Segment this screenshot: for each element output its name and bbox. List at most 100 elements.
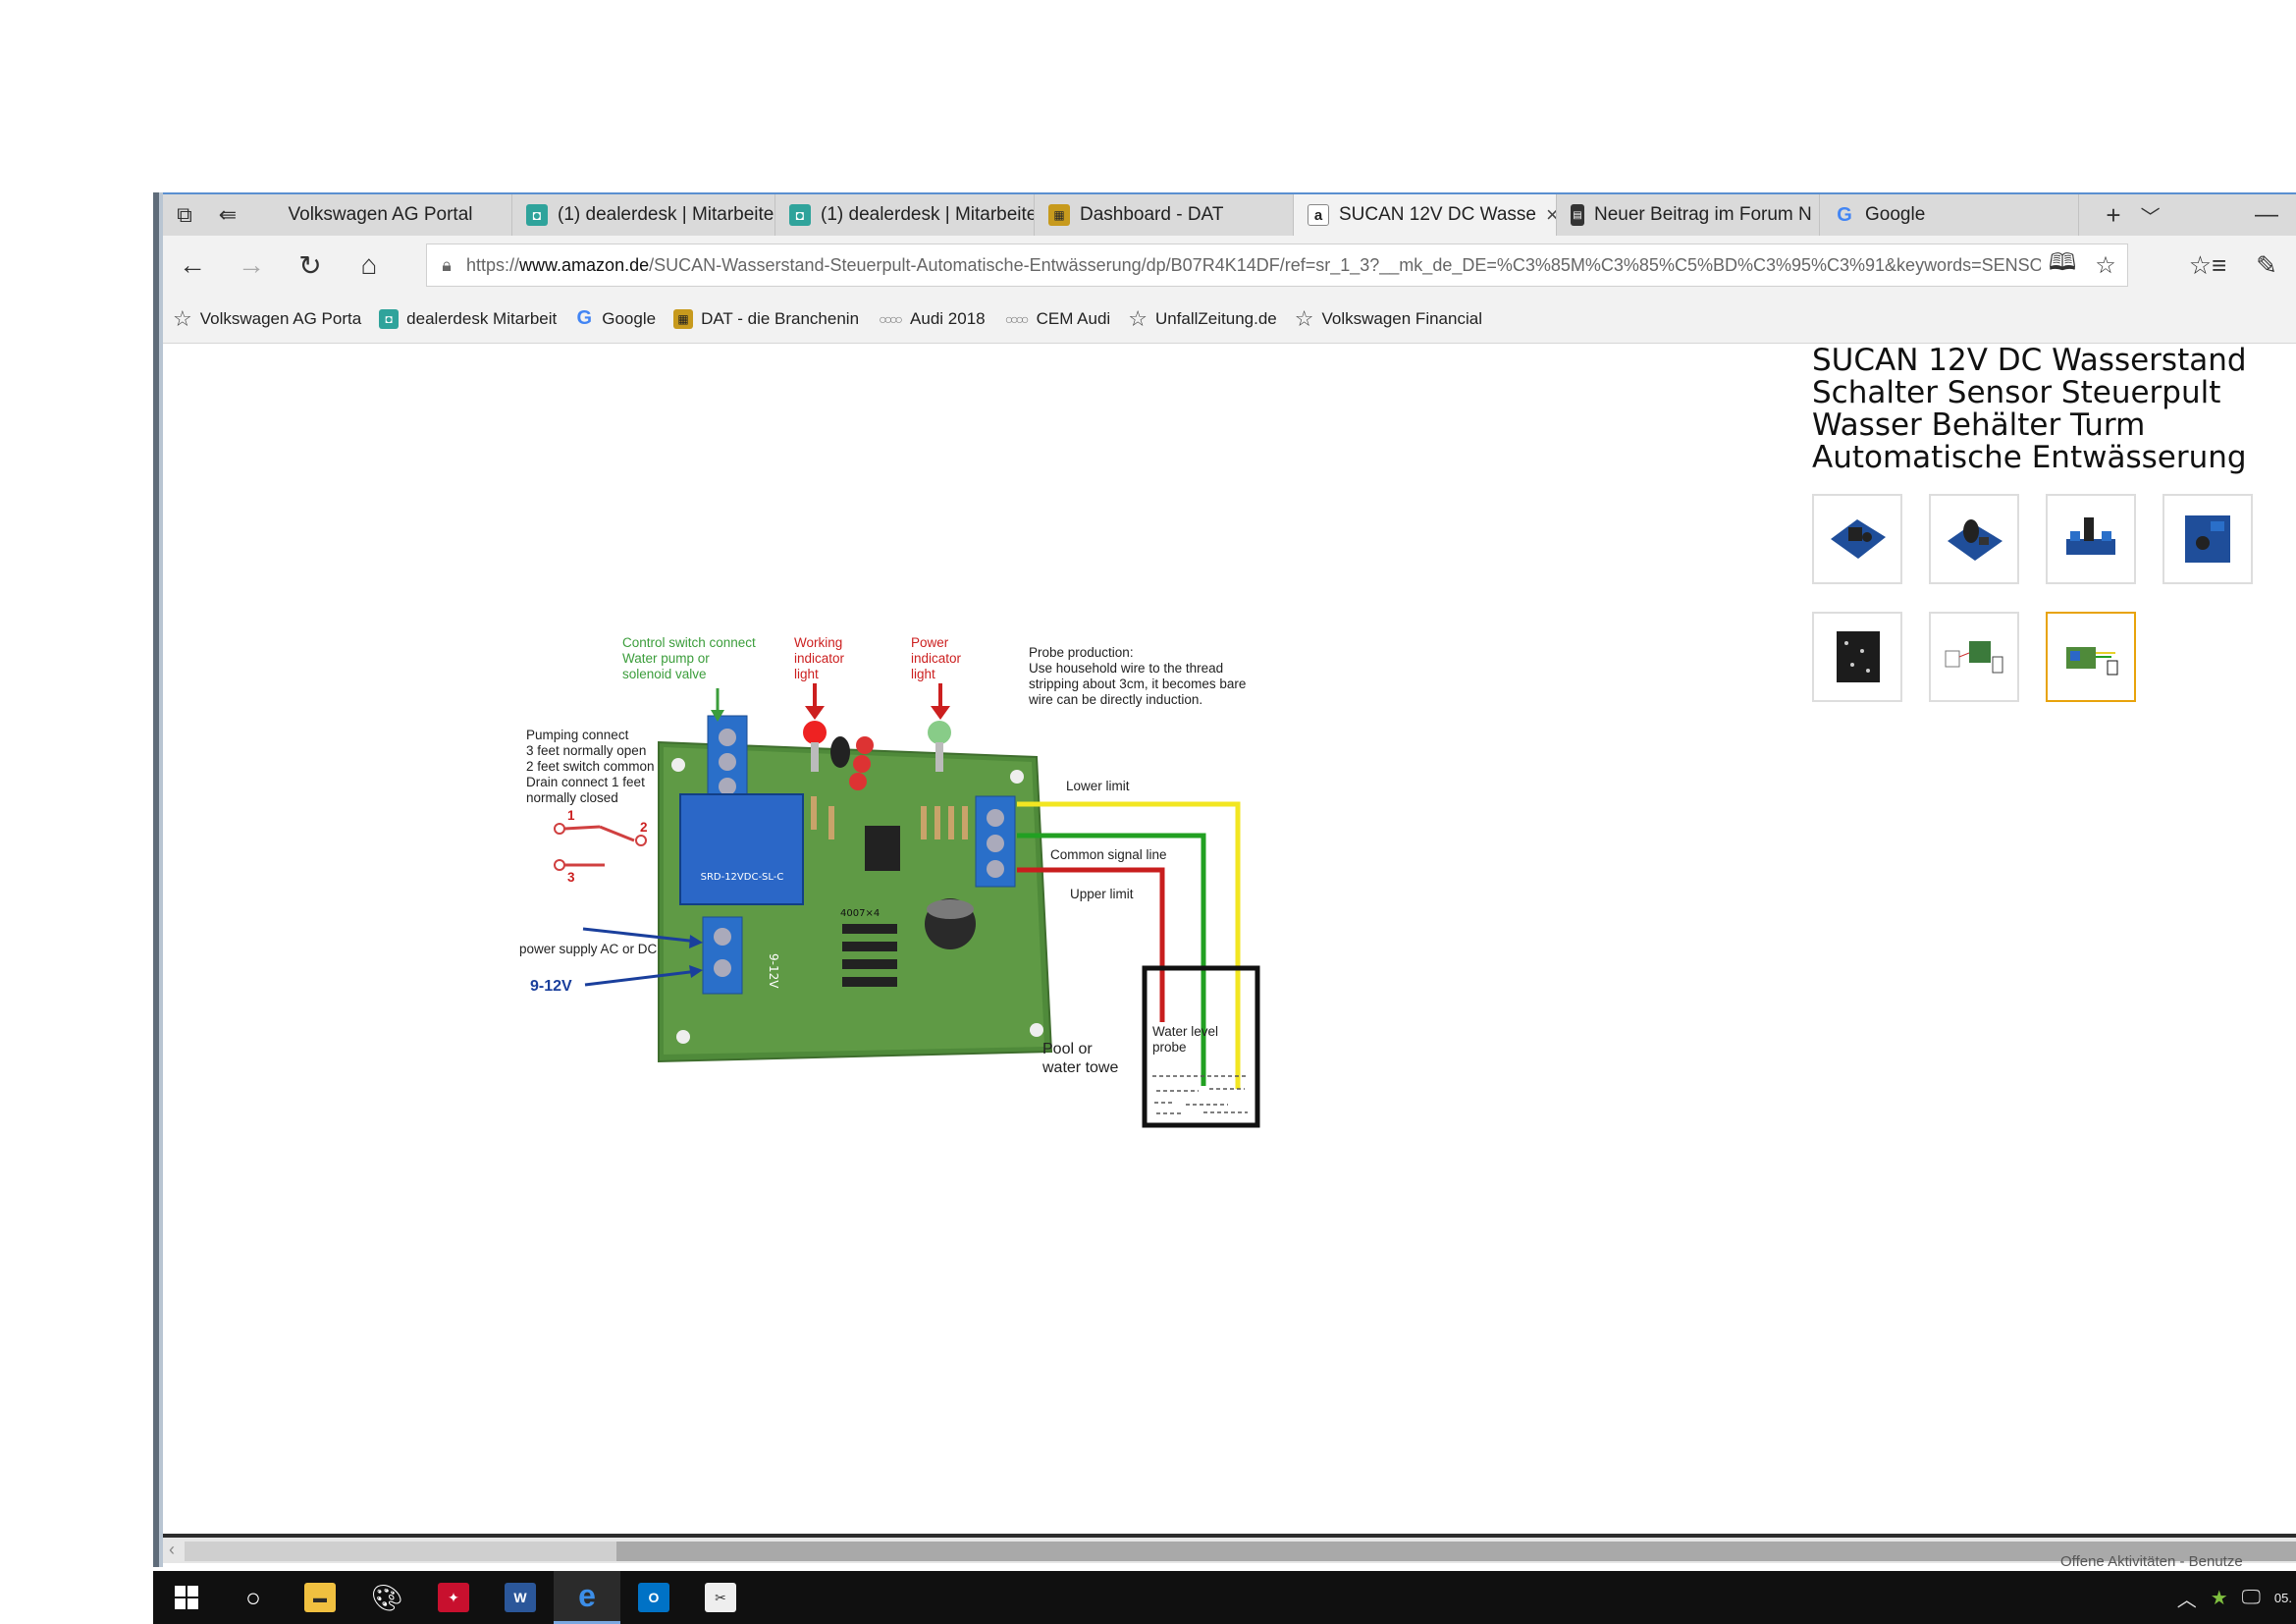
forward-arrow-icon[interactable]: → — [238, 249, 265, 280]
set-tabs-aside-icon[interactable]: ⇚ — [218, 202, 238, 227]
voltage-label: 9-12V — [530, 978, 572, 995]
edge-icon[interactable]: e — [554, 1571, 620, 1624]
product-thumbnail[interactable] — [1812, 494, 1902, 584]
favorite-audi-2018[interactable]: ○○○○ Audi 2018 — [877, 309, 986, 329]
tab-list-chevron-icon[interactable]: ﹀ — [2140, 206, 2161, 229]
working-indicator-label: Working indicator light — [794, 635, 845, 681]
diagram-photo-icon — [2066, 647, 2118, 676]
taskbar: ○ ▬ 🎨︎ ✦ W e O ✂ ︿ ★ 🖵︎ 05. — [153, 1571, 2296, 1624]
clock[interactable]: 05. — [2273, 1590, 2292, 1605]
acrobat-icon[interactable]: ✦ — [420, 1571, 487, 1624]
audi-icon: ○○○○ — [879, 310, 903, 327]
page-content: SRD-12VDC-SL-C — [163, 345, 2296, 1533]
cortana-icon[interactable]: ○ — [245, 1582, 261, 1612]
toolbar-right: ☆≡ ✎ — [2178, 236, 2296, 295]
product-thumbnail[interactable] — [1929, 612, 2019, 702]
scroll-left-icon[interactable]: ‹ — [169, 1540, 175, 1559]
scrollbar-track[interactable] — [616, 1542, 2296, 1561]
common-signal-label: Common signal line — [1050, 847, 1167, 862]
tab-google[interactable]: G Google — [1820, 194, 2079, 236]
tab-label: (1) dealerdesk | Mitarbeite — [558, 204, 774, 225]
paint-icon[interactable]: 🎨︎ — [370, 1582, 403, 1612]
favorite-label: CEM Audi — [1036, 308, 1111, 328]
pin-2-label: 2 — [640, 820, 648, 835]
favorite-label: DAT - die Branchenin — [701, 308, 860, 328]
tab-dashboard-dat[interactable]: ▦ Dashboard - DAT — [1035, 194, 1294, 236]
scrollbar-thumb[interactable] — [185, 1542, 616, 1561]
star-icon: ☆ — [1294, 305, 1314, 331]
new-tab-icon[interactable]: + — [2106, 199, 2121, 230]
tray-star-icon[interactable]: ★ — [2210, 1587, 2228, 1609]
favorite-dat[interactable]: ▦ DAT - die Branchenin — [673, 308, 860, 329]
power-supply-label: power supply AC or DC — [519, 942, 658, 956]
system-tray: ︿ ★ 🖵︎ 05. — [2177, 1571, 2296, 1624]
tab-forum[interactable]: ▤ Neuer Beitrag im Forum N — [1557, 194, 1820, 236]
google-icon: G — [1837, 203, 1852, 226]
reading-view-icon[interactable]: 🕮︎ — [2048, 248, 2077, 276]
network-icon[interactable]: 🖵︎ — [2241, 1586, 2261, 1608]
tab-vw-portal[interactable]: Volkswagen AG Portal — [249, 194, 512, 236]
tab-preview-icon[interactable]: ⧉ — [177, 202, 192, 227]
favorite-star-icon[interactable]: ☆ — [2095, 251, 2116, 279]
probe-production-label: Probe production: Use household wire to … — [1029, 645, 1247, 707]
horizontal-scrollbar[interactable]: ‹ — [163, 1534, 2296, 1563]
favorite-vw-financial[interactable]: ☆ Volkswagen Financial — [1295, 306, 1482, 332]
board-voltage-label: 9-12V — [767, 953, 780, 989]
lock-icon[interactable]: 🔒︎ — [442, 254, 452, 275]
favorite-unfallzeitung[interactable]: ☆ UnfallZeitung.de — [1128, 306, 1277, 332]
favorites-hub-icon[interactable]: ☆≡ — [2188, 249, 2227, 280]
home-icon[interactable]: ⌂ — [360, 249, 378, 280]
close-tab-icon[interactable]: × — [1546, 202, 1556, 228]
product-thumbnail-selected[interactable] — [2046, 612, 2136, 702]
product-thumbnail[interactable] — [1929, 494, 2019, 584]
dealerdesk-icon: ◘ — [789, 204, 811, 226]
product-main-image[interactable]: SRD-12VDC-SL-C — [349, 629, 1311, 1160]
favorite-label: Google — [602, 308, 657, 328]
minimize-icon[interactable]: — — [2255, 201, 2278, 228]
dat-icon: ▦ — [1048, 204, 1070, 226]
product-thumbnail[interactable] — [2046, 494, 2136, 584]
board-photo-icon — [1948, 519, 2002, 561]
url-domain: www.amazon.de — [519, 254, 650, 275]
activity-notification[interactable]: Offene Aktivitäten - Benutze — [2060, 1553, 2243, 1570]
favorite-vw-portal[interactable]: ☆ Volkswagen AG Porta — [173, 306, 361, 332]
tab-amazon-sucan[interactable]: a SUCAN 12V DC Wasse × — [1294, 194, 1557, 236]
tab-label: Volkswagen AG Portal — [288, 204, 473, 225]
tab-dealerdesk-1[interactable]: ◘ (1) dealerdesk | Mitarbeite — [512, 194, 775, 236]
product-thumbnail[interactable] — [2163, 494, 2253, 584]
favorite-dealerdesk[interactable]: ◘ dealerdesk Mitarbeit — [379, 308, 558, 329]
word-icon[interactable]: W — [487, 1571, 554, 1624]
windows-start-icon[interactable] — [153, 1571, 220, 1624]
document-icon: ▤ — [1571, 204, 1584, 226]
dealerdesk-icon: ◘ — [379, 308, 400, 329]
outlook-icon[interactable]: O — [620, 1571, 687, 1624]
tab-label: Dashboard - DAT — [1080, 204, 1224, 225]
url-text[interactable]: https://www.amazon.de/SUCAN-Wasserstand-… — [466, 255, 2041, 276]
tab-dealerdesk-2[interactable]: ◘ (1) dealerdesk | Mitarbeite — [775, 194, 1035, 236]
back-arrow-icon[interactable]: ← — [179, 249, 206, 280]
board-photo-icon — [2185, 515, 2230, 563]
favorite-cem-audi[interactable]: ○○○○ CEM Audi — [1003, 309, 1111, 329]
pen-notes-icon[interactable]: ✎ — [2256, 249, 2277, 280]
amazon-icon: a — [1308, 204, 1329, 226]
favorite-label: dealerdesk Mitarbeit — [406, 308, 558, 328]
tab-strip: ⧉ ⇚ Volkswagen AG Portal ◘ (1) dealerdes… — [163, 194, 2296, 236]
refresh-icon[interactable]: ↻ — [298, 249, 322, 281]
board-photo-icon — [1831, 519, 1886, 559]
product-thumbnail[interactable] — [1812, 612, 1902, 702]
file-explorer-icon[interactable]: ▬ — [287, 1571, 353, 1624]
pumping-connect-label: Pumping connect 3 feet normally open 2 f… — [526, 728, 655, 805]
lower-limit-label: Lower limit — [1066, 779, 1130, 793]
window-frame-highlight — [159, 192, 164, 1567]
tab-actions: + ﹀ — [2079, 194, 2187, 236]
favorite-label: UnfallZeitung.de — [1154, 308, 1277, 328]
favorite-label: Volkswagen AG Porta — [199, 308, 362, 328]
snipping-icon[interactable]: ✂ — [687, 1571, 754, 1624]
tray-chevron-up-icon[interactable]: ︿ — [2176, 1589, 2197, 1611]
address-bar[interactable]: 🔒︎ https://www.amazon.de/SUCAN-Wassersta… — [426, 244, 2128, 287]
star-icon: ☆ — [173, 305, 192, 331]
navigation-bar: ← → ↻ ⌂ 🔒︎ https://www.amazon.de/SUCAN-W… — [163, 236, 2296, 295]
favorite-google[interactable]: G Google — [574, 307, 657, 329]
tab-label: SUCAN 12V DC Wasse — [1339, 204, 1536, 225]
favorite-label: Volkswagen Financial — [1321, 308, 1482, 328]
